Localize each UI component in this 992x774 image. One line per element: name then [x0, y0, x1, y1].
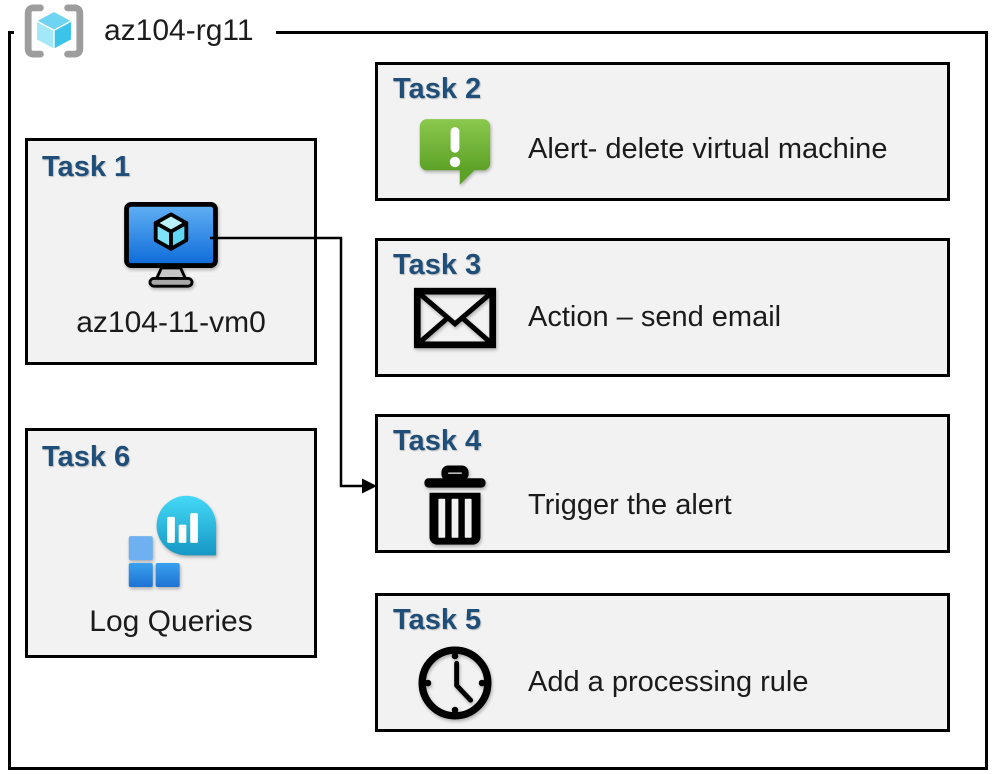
task-4-box: Task 4 Trigger the alert [375, 414, 950, 553]
email-icon [413, 287, 497, 349]
task-6-label: Log Queries [89, 605, 253, 638]
task-2-box: Task 2 Alert- delete virtual machine [375, 62, 950, 201]
task-5-title: Task 5 [393, 604, 482, 636]
task-1-label: az104-11-vm0 [76, 306, 266, 339]
task-2-label: Alert- delete virtual machine [528, 132, 888, 165]
resource-group-name: az104-rg11 [104, 14, 254, 47]
resource-group-label: az104-rg11 [14, 1, 276, 61]
task-4-label: Trigger the alert [528, 488, 732, 521]
task-5-box: Task 5 Add a processing rule [375, 593, 950, 732]
trash-icon [424, 465, 486, 545]
task-1-box: Task 1 az104-11-vm0 [25, 138, 317, 365]
task-6-box: Task 6 Log Queries [25, 428, 317, 658]
task-6-icon-area [28, 474, 314, 605]
alert-icon [419, 118, 491, 185]
task-5-icon-area [412, 642, 498, 724]
log-queries-icon [128, 496, 217, 588]
virtual-machine-icon [124, 201, 218, 288]
task-3-title: Task 3 [393, 249, 482, 281]
resource-group-icon [24, 4, 84, 58]
task-4-title: Task 4 [393, 425, 482, 457]
task-1-title: Task 1 [42, 151, 131, 183]
task-3-icon-area [412, 287, 498, 349]
task-2-icon-area [412, 111, 498, 188]
task-6-title: Task 6 [42, 441, 131, 473]
task-3-box: Task 3 Action – send email [375, 238, 950, 377]
task-3-label: Action – send email [528, 301, 782, 334]
task-1-icon-area [28, 184, 314, 306]
task-5-label: Add a processing rule [528, 666, 809, 699]
task-4-icon-area [412, 463, 498, 548]
clock-icon [418, 646, 492, 720]
task-2-title: Task 2 [393, 73, 482, 105]
